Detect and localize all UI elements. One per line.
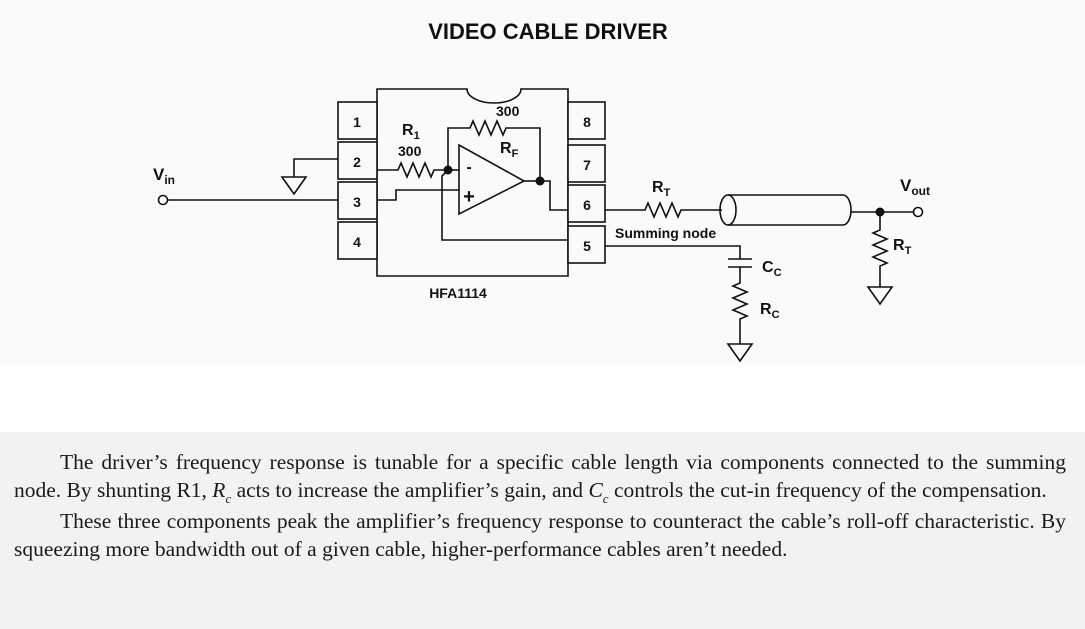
pin-4 [337, 221, 378, 260]
ground-load-icon [866, 286, 894, 306]
vin-label-sub: in [164, 173, 175, 187]
summing-feedback-wire [441, 169, 568, 241]
cc-capacitor [728, 258, 752, 268]
pin-2-label: 2 [353, 154, 361, 170]
caption-paragraph-2: These three components peak the amplifie… [14, 509, 1066, 561]
rt-series-label: RT [652, 179, 671, 199]
pin-7 [567, 144, 606, 183]
cable-far-end [842, 194, 852, 226]
rc-symbol-sub: c [225, 491, 232, 506]
caption-text: The driver’s frequency response is tunab… [14, 448, 1066, 563]
caption-p1-part2: acts to increase the amplifier’s gain, a… [231, 478, 589, 502]
rt-load-label-sub: T [905, 245, 912, 257]
vout-label: Vout [900, 176, 930, 198]
pin-1 [337, 101, 378, 140]
vout-label-sub: out [911, 184, 930, 198]
left-pins: 1 2 3 4 [337, 101, 378, 260]
vin-label: Vin [153, 165, 175, 187]
caption-p1-part3: controls the cut-in frequency of the com… [608, 478, 1047, 502]
pin-7-label: 7 [583, 157, 591, 173]
pin-2 [337, 141, 378, 180]
rt-series-resistor [605, 200, 722, 220]
cc-label-sub: C [774, 267, 782, 279]
vout-label-main: V [900, 176, 912, 195]
rc-symbol-main: R [212, 478, 226, 502]
pin-4-label: 4 [353, 234, 361, 250]
vin-label-main: V [153, 165, 165, 184]
r1-value: 300 [398, 143, 422, 159]
rc-resistor [730, 267, 750, 344]
pin-8-label: 8 [583, 114, 591, 130]
summing-node-wire [605, 245, 741, 259]
pin-3-label: 3 [353, 194, 361, 210]
r1-resistor [377, 160, 448, 180]
output-to-pin6-wire [540, 180, 568, 211]
opamp-plus-sign: + [463, 186, 475, 208]
cc-label: CC [762, 259, 782, 279]
rt-series-label-sub: T [664, 187, 671, 199]
pin-3 [337, 181, 378, 220]
cc-symbol: Cc [588, 478, 608, 506]
ground-rc-icon [726, 343, 754, 363]
cc-symbol-main: C [588, 478, 603, 502]
caption-panel [0, 432, 1085, 629]
ground-pin2-icon [280, 176, 308, 196]
diagram-title: VIDEO CABLE DRIVER [428, 19, 668, 44]
pin-6 [567, 184, 606, 223]
cc-symbol-sub: c [602, 491, 609, 506]
rf-label: RF [500, 140, 519, 160]
rt-load-resistor [870, 212, 890, 287]
video-cable-driver-schematic: VIDEO CABLE DRIVER 1 2 3 4 8 7 6 5 HFA11… [153, 19, 930, 363]
pin3-to-plus-wire [377, 189, 459, 201]
cable-start-end [719, 194, 737, 226]
rf-resistor [447, 118, 541, 181]
rf-label-sub: F [512, 148, 519, 160]
pin-6-label: 6 [583, 197, 591, 213]
right-pins: 8 7 6 5 [567, 101, 606, 264]
rt-load-label-main: R [893, 237, 905, 254]
caption-paragraph-1: The driver’s frequency response is tunab… [14, 448, 1066, 507]
pin2-ground-wire [293, 158, 338, 177]
vin-terminal [157, 194, 169, 206]
r1-label-main: R [402, 122, 414, 139]
pin-1-label: 1 [353, 114, 361, 130]
vout-terminal [912, 206, 924, 218]
cable-body [728, 194, 843, 226]
rc-label-main: R [760, 301, 772, 318]
pin-5 [567, 225, 606, 264]
r1-label-sub: 1 [414, 130, 420, 142]
rc-symbol: Rc [212, 478, 231, 506]
rc-label: RC [760, 301, 780, 321]
cc-label-main: C [762, 259, 774, 276]
rf-value: 300 [496, 103, 520, 119]
summing-node-label: Summing node [615, 225, 716, 241]
rt-load-label: RT [893, 237, 912, 257]
pin-8 [567, 101, 606, 140]
rt-series-label-main: R [652, 179, 664, 196]
rf-label-main: R [500, 140, 512, 157]
chip-body [376, 88, 569, 277]
chip-name: HFA1114 [429, 285, 487, 301]
opamp-triangle [458, 143, 526, 216]
r1-label: R1 [402, 122, 420, 142]
opamp-minus-sign: - [466, 159, 471, 176]
caption-p1-part1: The driver’s frequency response is tunab… [14, 450, 1066, 502]
rc-label-sub: C [772, 309, 780, 321]
pin-5-label: 5 [583, 238, 591, 254]
